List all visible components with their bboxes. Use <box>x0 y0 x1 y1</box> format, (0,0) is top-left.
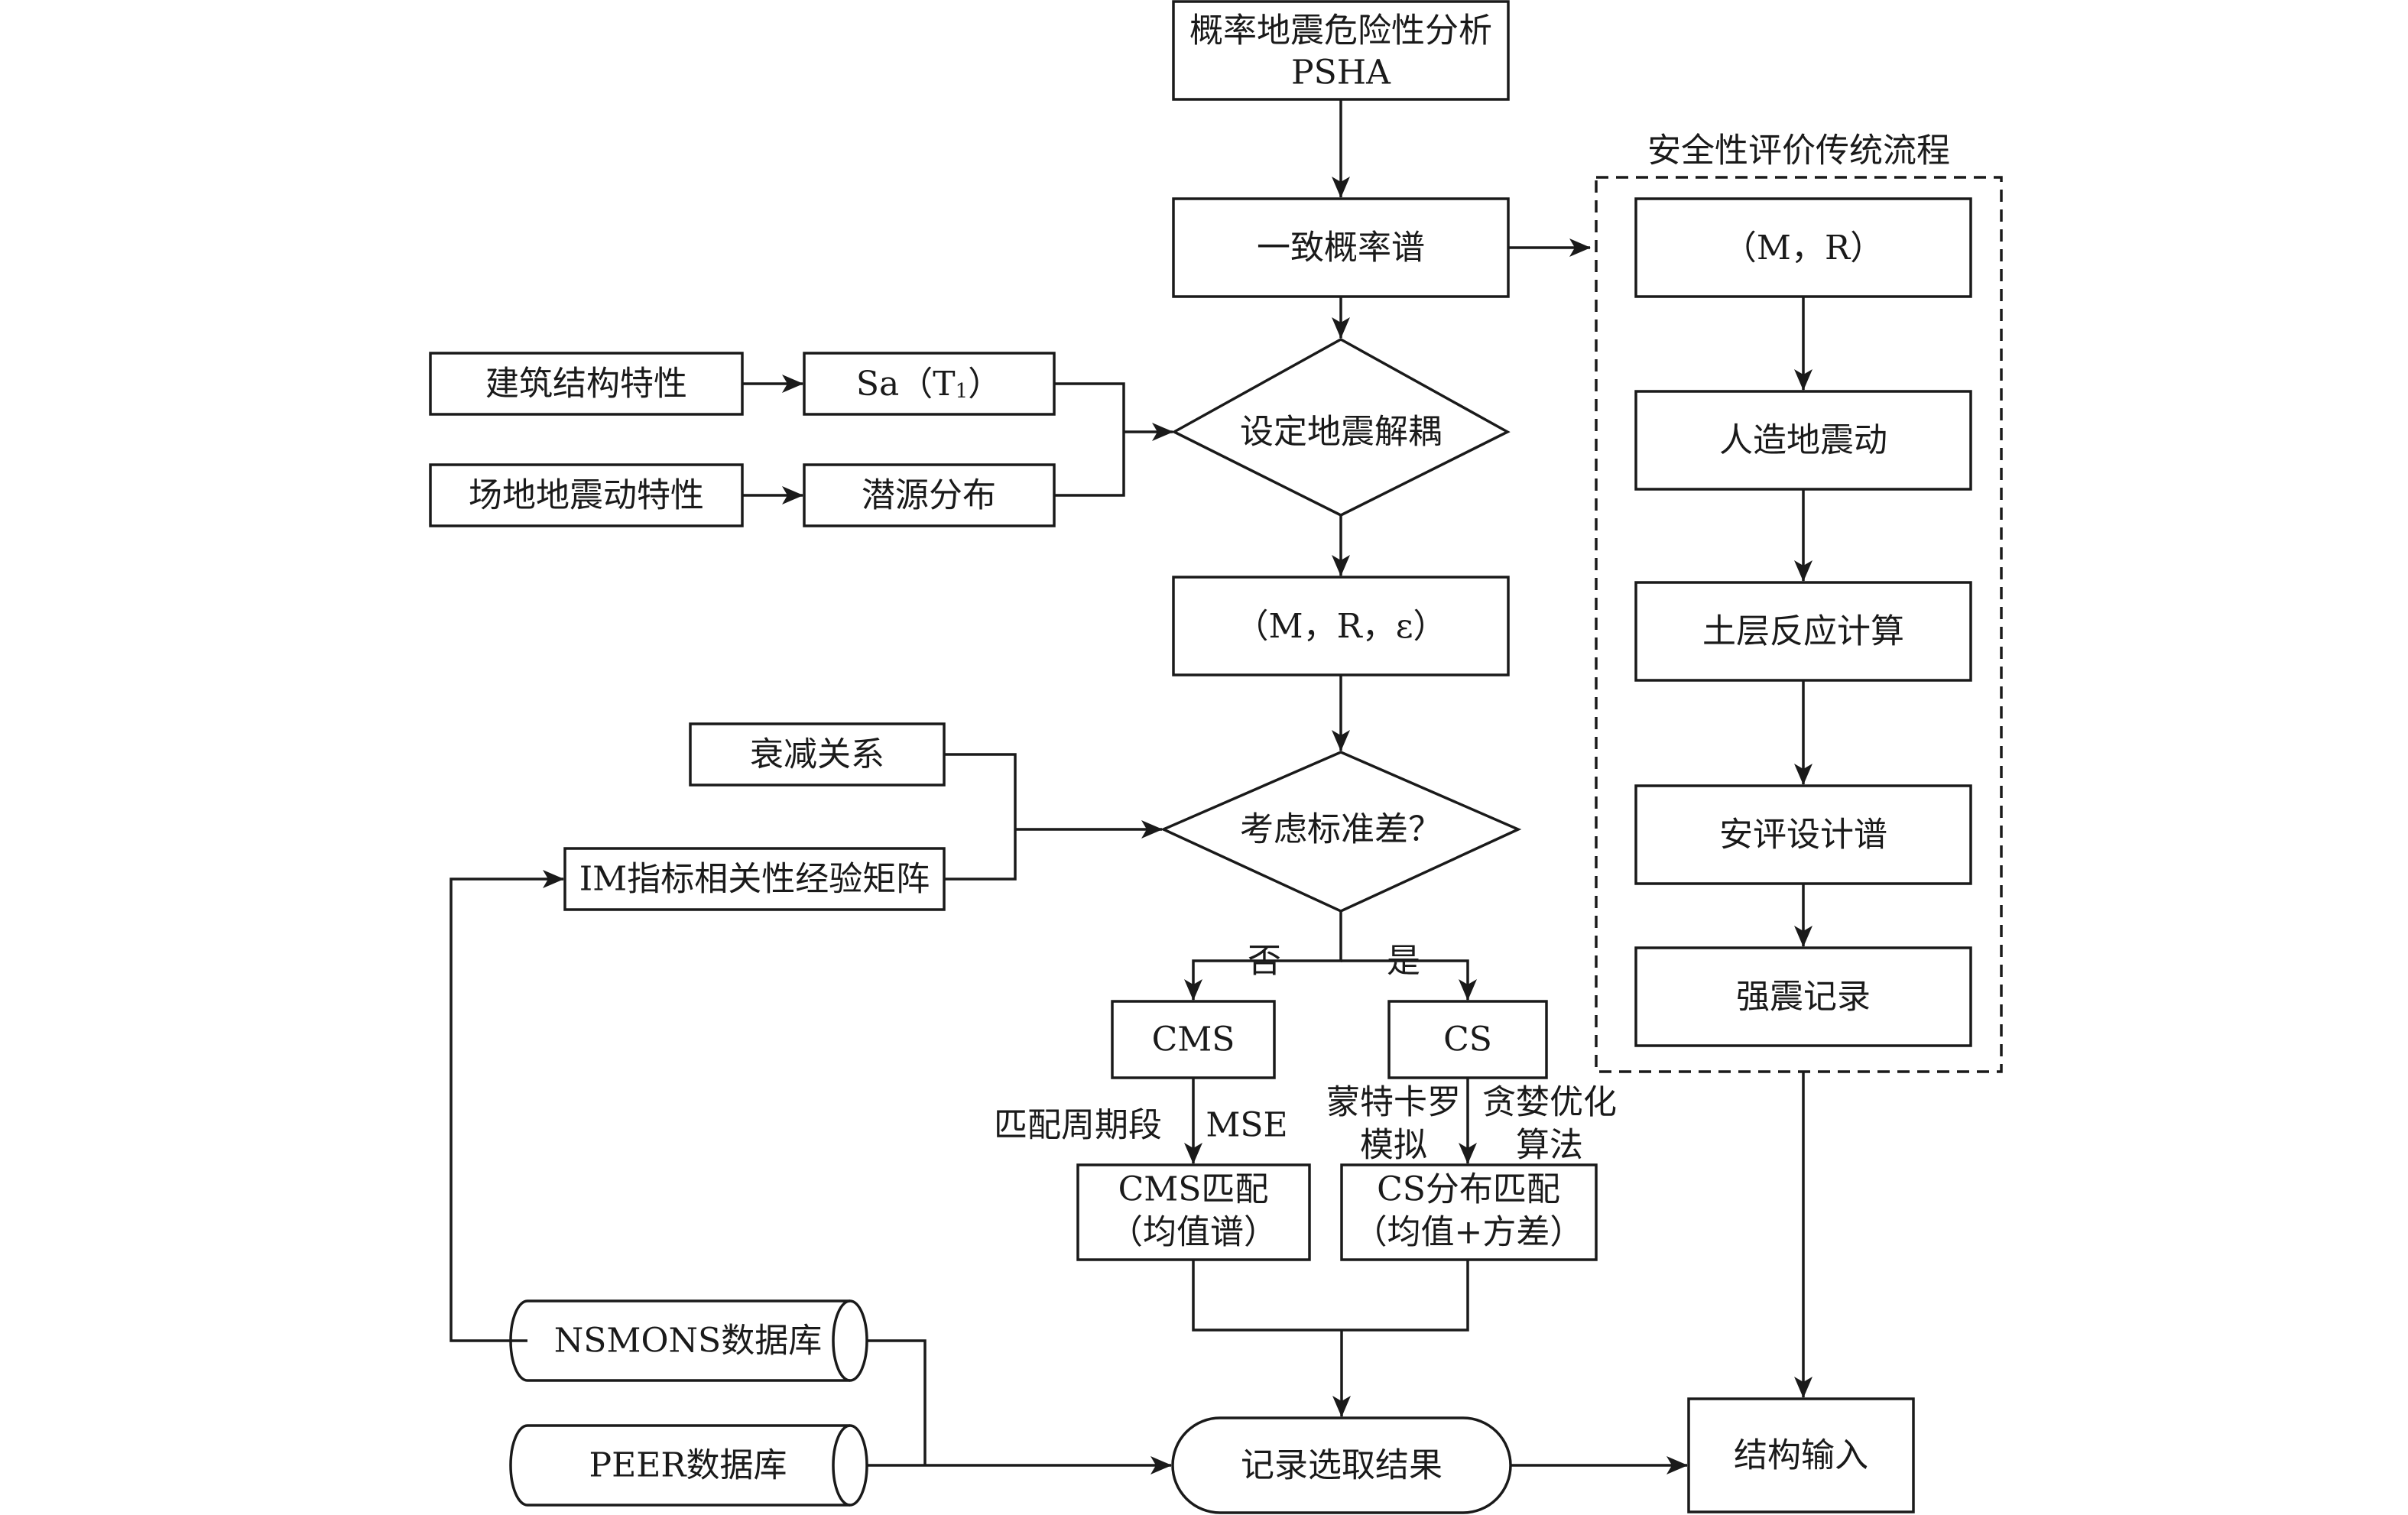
line-sa-merge <box>1054 382 1125 497</box>
trad-mr-label: （M，R） <box>1723 229 1884 268</box>
nsmons-database: NSMONS数据库 <box>509 1299 868 1382</box>
line-std-branch <box>1184 911 1342 1001</box>
std-deviation-diamond: 考虑标准差？ <box>1160 751 1522 913</box>
line-std-branch-yes <box>1341 959 1477 1001</box>
cms-label: CMS <box>1152 1020 1235 1059</box>
cs-match-line1: CS分布匹配 <box>1377 1170 1560 1209</box>
uniform-hazard-spectrum-label: 一致概率谱 <box>1257 229 1425 268</box>
greedy-line2: 算法 <box>1516 1126 1583 1165</box>
safety-spectrum-box: 安评设计谱 <box>1634 784 1972 885</box>
line-attenuation-merge <box>944 753 1017 881</box>
traditional-process-title: 安全性评价传统流程 <box>1647 131 1950 170</box>
cs-match-line2: （均值+方差） <box>1354 1213 1584 1252</box>
record-result-box: 记录选取结果 <box>1171 1416 1512 1514</box>
std-deviation-label: 考虑标准差？ <box>1240 810 1442 849</box>
cs-box: CS <box>1387 1000 1548 1079</box>
connectors <box>449 99 1812 1474</box>
deaggregation-label: 设定地震解耦 <box>1240 413 1442 452</box>
artificial-motion-box: 人造地震动 <box>1634 390 1972 491</box>
psha-title: 概率地震危险性分析 <box>1189 11 1492 50</box>
trad-mr-box: （M，R） <box>1634 197 1972 298</box>
mse-label: MSE <box>1206 1106 1287 1145</box>
nsmons-database-label: NSMONS数据库 <box>554 1322 822 1361</box>
traditional-process-group <box>1595 176 2003 1073</box>
uniform-hazard-spectrum-box: 一致概率谱 <box>1172 197 1510 298</box>
im-correlation-label: IM指标相关性经验矩阵 <box>579 860 930 899</box>
building-properties-box: 建筑结构特性 <box>429 352 744 416</box>
cs-label: CS <box>1443 1020 1492 1059</box>
monte-carlo-line2: 模拟 <box>1360 1126 1427 1165</box>
structure-input-label: 结构输入 <box>1734 1436 1868 1475</box>
peer-database-label: PEER数据库 <box>589 1446 787 1485</box>
source-distribution-label: 潜源分布 <box>862 476 996 515</box>
peer-database: PEER数据库 <box>509 1424 868 1507</box>
site-motion-properties-label: 场地地震动特性 <box>469 476 704 515</box>
cs-match-box: CS分布匹配 （均值+方差） <box>1340 1163 1598 1261</box>
psha-box: 概率地震危险性分析 PSHA <box>1172 0 1510 101</box>
soil-response-label: 土层反应计算 <box>1702 612 1904 651</box>
sa-t1-label: Sa（T1） <box>856 365 1001 404</box>
m-r-epsilon-label: （M，R，ε） <box>1235 607 1447 646</box>
source-distribution-box: 潜源分布 <box>803 463 1056 527</box>
period-match-label: 匹配周期段 <box>994 1106 1162 1145</box>
line-nsmons-feedback <box>449 870 564 1342</box>
artificial-motion-label: 人造地震动 <box>1719 421 1887 460</box>
im-correlation-box: IM指标相关性经验矩阵 <box>563 847 946 911</box>
strong-motion-box: 强震记录 <box>1634 946 1972 1047</box>
greedy-line1: 贪婪优化 <box>1482 1083 1617 1122</box>
psha-subtitle: PSHA <box>1291 54 1391 92</box>
strong-motion-label: 强震记录 <box>1736 978 1871 1017</box>
cms-box: CMS <box>1111 1000 1276 1079</box>
building-properties-label: 建筑结构特性 <box>485 365 687 404</box>
cms-match-line2: （均值谱） <box>1109 1213 1277 1252</box>
line-match-merge <box>1192 1260 1469 1332</box>
sa-t1-box: Sa（T1） <box>803 352 1056 416</box>
m-r-epsilon-box: （M，R，ε） <box>1172 576 1510 676</box>
attenuation-box: 衰减关系 <box>689 722 946 787</box>
monte-carlo-line1: 蒙特卡罗 <box>1326 1083 1461 1122</box>
safety-spectrum-label: 安评设计谱 <box>1719 816 1887 855</box>
soil-response-box: 土层反应计算 <box>1634 581 1972 682</box>
site-motion-properties-box: 场地地震动特性 <box>429 463 744 527</box>
attenuation-label: 衰减关系 <box>750 735 884 774</box>
line-nsmons-to-record <box>867 1339 927 1465</box>
cms-match-line1: CMS匹配 <box>1118 1170 1269 1209</box>
record-result-label: 记录选取结果 <box>1241 1446 1443 1485</box>
deaggregation-diamond: 设定地震解耦 <box>1171 337 1511 517</box>
structure-input-box: 结构输入 <box>1687 1397 1915 1513</box>
cms-match-box: CMS匹配 （均值谱） <box>1076 1163 1311 1261</box>
